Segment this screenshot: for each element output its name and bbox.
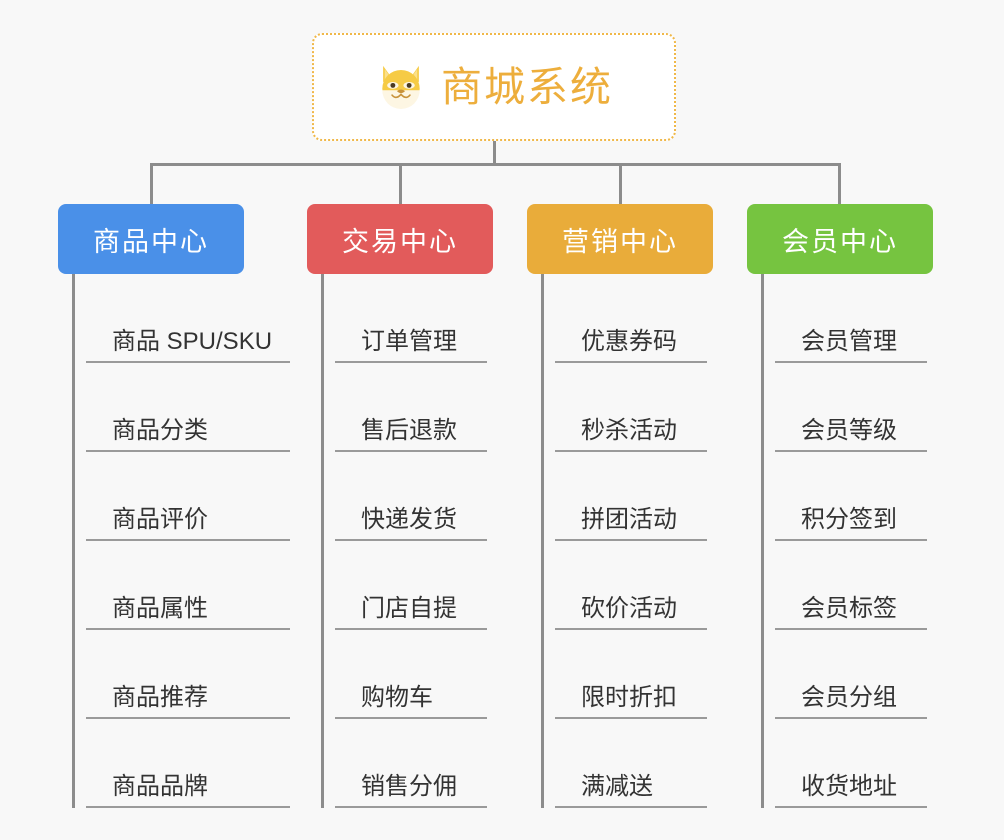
leaf-item-underline bbox=[555, 717, 707, 719]
category-box-3[interactable]: 营销中心 bbox=[527, 204, 713, 274]
connector-drop-1 bbox=[150, 163, 153, 206]
leaf-item[interactable]: 限时折扣 bbox=[541, 630, 707, 719]
leaf-item-label: 快递发货 bbox=[361, 506, 457, 534]
leaf-spine bbox=[72, 274, 75, 808]
leaf-item-label: 商品属性 bbox=[112, 595, 208, 623]
leaf-item-label: 会员分组 bbox=[801, 684, 897, 712]
leaf-item[interactable]: 商品推荐 bbox=[72, 630, 290, 719]
leaf-item[interactable]: 会员管理 bbox=[761, 274, 927, 363]
category-label-2: 交易中心 bbox=[342, 226, 458, 257]
category-label-1: 商品中心 bbox=[93, 226, 209, 257]
leaf-item-underline bbox=[335, 717, 487, 719]
leaf-item-label: 售后退款 bbox=[361, 417, 457, 445]
category-label-4: 会员中心 bbox=[782, 226, 898, 257]
leaf-item-underline bbox=[775, 539, 927, 541]
leaf-spine bbox=[321, 274, 324, 808]
shiba-dog-face-icon bbox=[382, 65, 420, 109]
leaf-item[interactable]: 销售分佣 bbox=[321, 719, 487, 808]
connector-bus bbox=[150, 163, 840, 166]
leaf-item-underline bbox=[86, 806, 290, 808]
leaf-item[interactable]: 会员分组 bbox=[761, 630, 927, 719]
leaf-item-label: 商品分类 bbox=[112, 417, 208, 445]
leaf-item-label: 优惠券码 bbox=[581, 328, 677, 356]
leaf-item[interactable]: 收货地址 bbox=[761, 719, 927, 808]
leaf-item[interactable]: 满减送 bbox=[541, 719, 707, 808]
leaf-item[interactable]: 门店自提 bbox=[321, 541, 487, 630]
category-box-2[interactable]: 交易中心 bbox=[307, 204, 493, 274]
leaf-item-label: 商品评价 bbox=[112, 506, 208, 534]
leaf-item-label: 商品 SPU/SKU bbox=[112, 328, 273, 356]
connector-drop-2 bbox=[399, 163, 402, 206]
leaf-item-underline bbox=[555, 806, 707, 808]
leaf-item[interactable]: 售后退款 bbox=[321, 363, 487, 452]
leaf-item[interactable]: 砍价活动 bbox=[541, 541, 707, 630]
leaf-item-underline bbox=[86, 361, 290, 363]
leaf-item-underline bbox=[775, 361, 927, 363]
leaf-item[interactable]: 秒杀活动 bbox=[541, 363, 707, 452]
leaf-item-underline bbox=[335, 361, 487, 363]
leaf-item-label: 商品推荐 bbox=[112, 684, 208, 712]
category-box-4[interactable]: 会员中心 bbox=[747, 204, 933, 274]
connector-root-stem bbox=[493, 141, 496, 165]
leaf-item-underline bbox=[86, 539, 290, 541]
leaf-item-underline bbox=[335, 450, 487, 452]
leaf-item-underline bbox=[335, 806, 487, 808]
leaf-item[interactable]: 会员标签 bbox=[761, 541, 927, 630]
leaf-item-label: 秒杀活动 bbox=[581, 417, 677, 445]
leaf-spine bbox=[761, 274, 764, 808]
leaf-item-underline bbox=[335, 628, 487, 630]
leaf-item-label: 拼团活动 bbox=[581, 506, 677, 534]
leaf-item-underline bbox=[86, 450, 290, 452]
leaf-item-label: 满减送 bbox=[581, 773, 653, 801]
leaf-item[interactable]: 商品品牌 bbox=[72, 719, 290, 808]
leaf-item[interactable]: 商品分类 bbox=[72, 363, 290, 452]
leaf-item-underline bbox=[86, 628, 290, 630]
leaf-item[interactable]: 商品 SPU/SKU bbox=[72, 274, 290, 363]
leaf-item[interactable]: 快递发货 bbox=[321, 452, 487, 541]
connector-drop-3 bbox=[619, 163, 622, 206]
leaf-item-label: 会员标签 bbox=[801, 595, 897, 623]
leaf-spine bbox=[541, 274, 544, 808]
leaf-item[interactable]: 商品属性 bbox=[72, 541, 290, 630]
leaf-item-label: 收货地址 bbox=[801, 773, 897, 801]
root-node[interactable]: 商城系统 bbox=[312, 33, 676, 141]
category-box-1[interactable]: 商品中心 bbox=[58, 204, 244, 274]
leaf-item[interactable]: 会员等级 bbox=[761, 363, 927, 452]
leaf-item-underline bbox=[555, 361, 707, 363]
leaf-item-label: 订单管理 bbox=[361, 328, 457, 356]
leaf-item-underline bbox=[555, 539, 707, 541]
leaf-item-label: 门店自提 bbox=[361, 595, 457, 623]
leaf-item[interactable]: 商品评价 bbox=[72, 452, 290, 541]
leaf-item-label: 购物车 bbox=[361, 684, 433, 712]
leaf-item-underline bbox=[775, 450, 927, 452]
leaf-item-underline bbox=[335, 539, 487, 541]
leaf-item[interactable]: 积分签到 bbox=[761, 452, 927, 541]
leaf-item-label: 会员管理 bbox=[801, 328, 897, 356]
leaf-item-label: 商品品牌 bbox=[112, 773, 208, 801]
leaf-item[interactable]: 订单管理 bbox=[321, 274, 487, 363]
leaf-item-underline bbox=[555, 628, 707, 630]
leaf-item-label: 会员等级 bbox=[801, 417, 897, 445]
leaf-item-underline bbox=[555, 450, 707, 452]
leaf-item-label: 限时折扣 bbox=[581, 684, 677, 712]
leaf-item-underline bbox=[775, 717, 927, 719]
leaf-item-label: 销售分佣 bbox=[361, 773, 457, 801]
leaf-item-underline bbox=[775, 628, 927, 630]
connector-drop-4 bbox=[838, 163, 841, 206]
leaf-item-label: 砍价活动 bbox=[581, 595, 677, 623]
leaf-item[interactable]: 购物车 bbox=[321, 630, 487, 719]
leaf-item-underline bbox=[86, 717, 290, 719]
leaf-item-label: 积分签到 bbox=[801, 506, 897, 534]
root-title: 商城系统 bbox=[441, 63, 613, 110]
leaf-item[interactable]: 优惠券码 bbox=[541, 274, 707, 363]
leaf-item-underline bbox=[775, 806, 927, 808]
leaf-item[interactable]: 拼团活动 bbox=[541, 452, 707, 541]
category-label-3: 营销中心 bbox=[562, 226, 678, 257]
